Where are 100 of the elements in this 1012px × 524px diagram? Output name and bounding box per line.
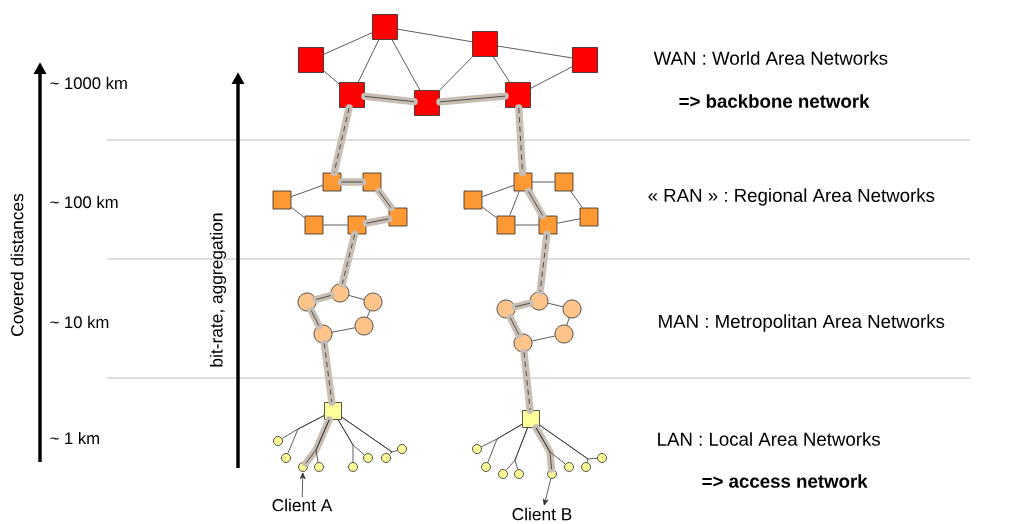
link-line [323,32,373,55]
link-line [487,423,523,463]
network-node [363,292,383,312]
label-text: « RAN » : Regional Area Networks [648,188,935,206]
link-line [524,187,547,220]
link-line [357,39,380,83]
network-node [564,462,574,472]
link-line [375,187,395,212]
label-text: bit-rate, aggregation [209,213,227,367]
link-line [361,92,418,106]
label-text: => backbone network [679,94,870,108]
network-node [538,215,558,235]
label-text: => access network [702,474,868,488]
link-line [323,70,340,85]
network-node [414,90,440,116]
link-line [506,313,523,339]
link-line [532,181,555,183]
label-text: Covered distances [10,193,24,336]
link-line [391,39,421,91]
label-text: ~ 100 km [50,195,118,209]
arrow [542,478,552,506]
link-line [312,291,335,304]
network-node [481,462,491,472]
link-line [436,92,509,106]
link-line [331,327,356,333]
network-node [363,453,373,463]
network-node [472,31,498,57]
link-line [348,295,365,300]
link-line [337,419,365,456]
network-node [554,324,574,344]
network-node [513,172,533,192]
arrow [299,472,306,498]
link-line [291,206,305,219]
network-node [322,172,342,192]
link-line [287,415,325,454]
network-node [572,47,598,73]
client-label: Client B [512,507,572,521]
network-node [297,292,317,312]
client-label: Client A [272,498,333,512]
link-line [536,230,551,296]
network-node [298,47,324,73]
link-line [397,28,473,43]
link-line [307,306,323,330]
network-node [313,324,333,344]
label-text: MAN : Metropolitan Area Networks [659,314,945,332]
link-line [320,339,336,406]
link-line [515,104,527,177]
network-node [330,283,350,303]
network-node [463,190,483,210]
link-line [338,230,359,288]
link-line [547,302,564,308]
link-line [492,56,511,83]
network-node [272,190,292,210]
network-node [362,172,382,192]
network-node [505,82,531,108]
link-line [520,348,534,414]
network-node [547,469,557,479]
link-line [539,424,598,460]
network-node [562,299,582,319]
network-node [496,299,516,319]
link-line [531,335,556,342]
network-node [381,453,391,463]
link-line [509,191,520,216]
link-line [337,178,367,186]
link-line [514,427,528,470]
network-node [554,172,574,192]
link-line [497,45,573,59]
network-node [597,453,607,463]
network-node [472,444,482,454]
label-text: LAN : Local Area Networks [658,432,880,446]
link-line [439,56,473,91]
network-node [397,444,407,454]
link-line [482,185,514,197]
link-line [482,206,497,219]
link-line [366,310,371,318]
link-line [532,424,556,473]
network-node [304,215,324,235]
link-line [511,299,534,311]
link-line [530,66,573,89]
link-line [566,317,570,326]
link-line [302,416,333,467]
network-node [339,82,365,108]
network-node [314,462,324,472]
network-node [498,469,508,479]
network-node [581,462,591,472]
label-text: ~ 1 km [50,431,99,445]
link-line [323,224,348,226]
link-line [535,427,566,465]
network-node [281,453,291,463]
network-node [273,436,283,446]
link-line [515,224,539,226]
link-line [557,218,580,224]
network-node [348,462,358,472]
link-line [291,185,323,197]
link-line [570,191,583,208]
link-line [315,419,330,463]
network-node [514,469,524,479]
link-line [362,215,393,227]
link-line [330,104,353,177]
network-node [372,14,398,40]
